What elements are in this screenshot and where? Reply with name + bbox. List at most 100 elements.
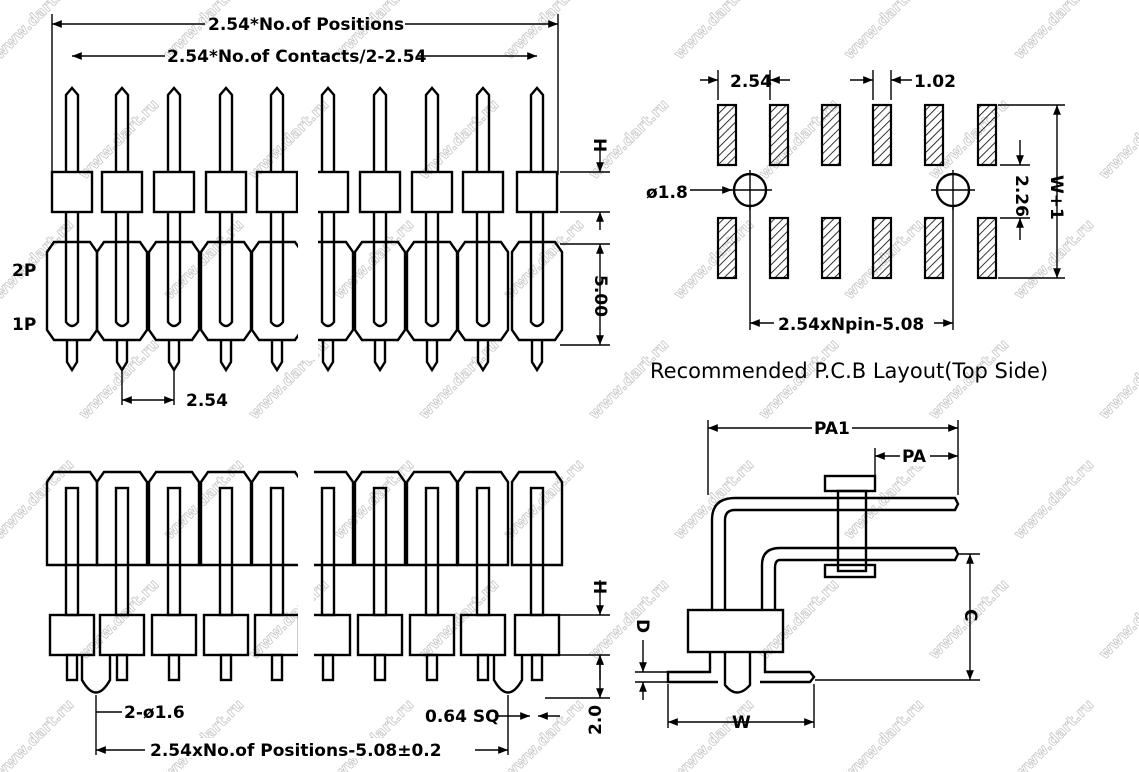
break-gap: [298, 160, 318, 360]
dim-pitch-label: 2.54: [186, 391, 228, 411]
side-c-label: C: [960, 609, 980, 621]
pin-tail: [321, 340, 335, 373]
front-pin-tail: [476, 653, 490, 682]
watermark-text: www.dart.ru: [755, 575, 842, 662]
pcb-w1-label: W+1: [1046, 175, 1066, 220]
front-pin-tail: [167, 653, 181, 682]
watermark-text: www.dart.ru: [75, 335, 162, 422]
housing-cell: [255, 170, 299, 214]
pin-tail: [167, 340, 181, 373]
housing-cell: [204, 170, 248, 214]
pin-row2: [529, 212, 545, 328]
housing-cell: [461, 170, 505, 214]
front-base-cell: [202, 613, 250, 657]
locating-peg: [80, 655, 112, 694]
watermark-text: www.dart.ru: [1010, 215, 1097, 302]
front-housing-cell: [250, 470, 304, 567]
pin-tail: [373, 340, 387, 373]
front-pin-tail: [65, 653, 79, 682]
watermark-text: www.dart.ru: [840, 695, 927, 772]
top-view: 2.54*No.of Positions 2.54*No.of Contacts…: [12, 14, 610, 411]
front-pin-tail: [530, 653, 544, 682]
pcb-pad-width-label: 1.02: [914, 72, 956, 92]
watermark-text: www.dart.ru: [670, 215, 757, 302]
row-2p-label: 2P: [12, 261, 36, 281]
pcb-span-label: 2.54xNpin-5.08: [778, 315, 924, 335]
pin-row2: [475, 212, 491, 328]
pcb-pad: [871, 103, 893, 167]
front-pin-tail: [219, 653, 233, 682]
pcb-pad: [768, 103, 790, 167]
pcb-pad: [716, 216, 738, 280]
pcb-pad: [820, 103, 842, 167]
pcb-caption: Recommended P.C.B Layout(Top Side): [650, 359, 1048, 383]
watermark-text: www.dart.ru: [1095, 575, 1139, 662]
watermark-text: www.dart.ru: [840, 0, 927, 63]
pin-row2: [320, 212, 336, 328]
pin-tail: [219, 340, 233, 373]
housing-cell: [100, 170, 144, 214]
watermark-text: www.dart.ru: [160, 455, 247, 542]
pin-tail: [530, 340, 544, 373]
watermark-text: www.dart.ru: [245, 575, 332, 662]
pcb-row-label: 2.26: [1011, 175, 1031, 217]
front-view: H 2.0 2-ø1.6 0.64 SQ 2.54xNo.of Position…: [95, 580, 610, 761]
front-pin: [269, 486, 285, 617]
housing-cell: [50, 170, 94, 214]
pin-tail: [270, 340, 284, 373]
watermark-text: www.dart.ru: [75, 575, 162, 662]
pcb-pad: [768, 216, 790, 280]
pin-row2: [166, 212, 182, 328]
pin: [166, 86, 182, 172]
side-pa1-label: PA1: [814, 419, 850, 439]
pin: [64, 86, 80, 172]
pin: [529, 86, 545, 172]
pcb-pad: [871, 216, 893, 280]
pcb-pad: [716, 103, 738, 167]
front-pin-tail: [373, 653, 387, 682]
pin-row2: [269, 212, 285, 328]
front-pin-tail: [321, 653, 335, 682]
front-pin: [64, 486, 80, 617]
front-housing-cell: [510, 470, 564, 567]
side-view: PA1 PA C D W: [632, 418, 980, 733]
watermark-text: www.dart.ru: [670, 0, 757, 63]
front-base-cell: [513, 613, 561, 657]
dim-height-label: 5.00: [590, 275, 610, 317]
pcb-pitch-label: 2.54: [730, 72, 772, 92]
pin-tail: [65, 340, 79, 373]
front-pin: [424, 486, 440, 617]
watermark-text: www.dart.ru: [670, 695, 757, 772]
pin-row2: [218, 212, 234, 328]
front-pin: [218, 486, 234, 617]
generated-geometry: [45, 86, 998, 695]
dim-positions-label: 2.54*No.of Positions: [208, 15, 404, 35]
row-1p-label: 1P: [12, 315, 36, 335]
side-pa-label: PA: [902, 447, 927, 467]
pcb-hole-label: ø1.8: [646, 183, 688, 203]
pin-tail: [476, 340, 490, 373]
front-pin: [166, 486, 182, 617]
watermark-text: www.dart.ru: [1095, 335, 1139, 422]
housing-cell: [515, 170, 559, 214]
pcb-pad: [976, 103, 998, 167]
locating-peg: [492, 655, 524, 694]
pin-tail: [425, 340, 439, 373]
pin: [218, 86, 234, 172]
dim-contacts-label: 2.54*No.of Contacts/2-2.54: [167, 47, 427, 67]
front-housing-cell: [95, 470, 149, 567]
housing-cell: [358, 170, 402, 214]
front-pin-tail: [425, 653, 439, 682]
side-d-label: D: [632, 619, 652, 633]
pin-row2: [372, 212, 388, 328]
watermark-text: www.dart.ru: [1010, 455, 1097, 542]
watermark-text: www.dart.ru: [500, 0, 587, 63]
watermark-text: www.dart.ru: [245, 335, 332, 422]
front-pin-tail: [270, 653, 284, 682]
front-pin: [114, 486, 130, 617]
side-w-label: W: [732, 713, 751, 733]
watermark-text: www.dart.ru: [75, 95, 162, 182]
front-span-label: 2.54xNo.of Positions-5.08±0.2: [150, 741, 442, 761]
